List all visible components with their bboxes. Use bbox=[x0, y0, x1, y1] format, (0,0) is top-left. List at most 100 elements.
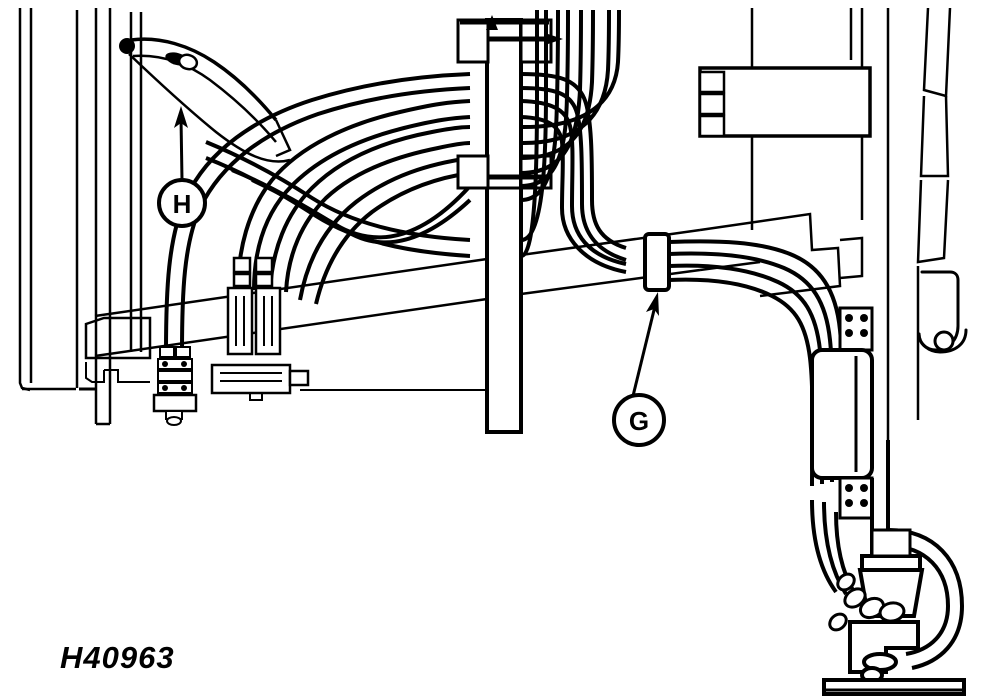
fitting-left-1-collar bbox=[159, 346, 175, 358]
fitting-center-1-body bbox=[226, 286, 254, 356]
hose-bracket-lower-bolt-2 bbox=[860, 484, 868, 492]
fitting-left-body bbox=[152, 393, 198, 413]
valve-body-collar bbox=[860, 554, 922, 572]
valve-loop-hose-inner bbox=[887, 544, 951, 656]
valve-block-foot bbox=[249, 393, 263, 401]
hose-ul-cross-2b bbox=[251, 178, 472, 245]
fitting-center-1-ribs bbox=[235, 296, 245, 346]
hose-bracket-lower-bolt-1 bbox=[845, 484, 853, 492]
hose-bracket-lower-bolt-4 bbox=[860, 499, 868, 507]
hose-r-4 bbox=[520, 9, 595, 160]
hose-ul-1b bbox=[180, 86, 471, 353]
hose-fittings-center bbox=[226, 256, 282, 356]
callout-g-leader-line bbox=[631, 305, 657, 397]
right-flange-tab bbox=[839, 236, 864, 280]
figure-id-label: H40963 bbox=[60, 640, 175, 675]
callout-h-leader-line bbox=[179, 117, 184, 181]
bracket-strut-bottom bbox=[132, 54, 277, 143]
fitting-left-2-collar bbox=[175, 346, 191, 358]
hose-ul-1 bbox=[164, 72, 471, 353]
hose-fittings-left bbox=[152, 346, 198, 426]
callout-g-circle[interactable] bbox=[612, 393, 666, 447]
hose-bracket-upper bbox=[838, 306, 874, 352]
right-panel-seg-1 bbox=[922, 7, 952, 98]
center-post-body bbox=[485, 18, 523, 434]
valve-block-port bbox=[288, 369, 310, 387]
callout-h-letter: H bbox=[173, 189, 192, 219]
manifold-block bbox=[698, 66, 872, 138]
valve-assembly-lower-right bbox=[810, 499, 966, 696]
diagonal-beam bbox=[94, 228, 701, 391]
lower-right-hose-column bbox=[810, 306, 890, 570]
hose-ul-3b bbox=[284, 141, 471, 293]
fitting-left-bolt-d bbox=[181, 385, 187, 391]
hose-ul-3 bbox=[268, 125, 471, 293]
housing-lower-lip bbox=[85, 362, 105, 383]
bracket-strut-top bbox=[130, 37, 278, 122]
fitting-center-2-ribs bbox=[263, 296, 273, 346]
fitting-center-1-collar bbox=[232, 256, 252, 274]
hose-r-6 bbox=[520, 10, 549, 243]
center-post bbox=[456, 15, 563, 434]
valve-fitting-4 bbox=[836, 572, 856, 592]
right-flange-upper bbox=[699, 212, 842, 298]
hose-clamp-g bbox=[643, 232, 671, 292]
right-panel-seg-2 bbox=[919, 95, 950, 178]
hook-bracket-curve bbox=[917, 328, 968, 354]
bracket-pivot-node bbox=[119, 38, 135, 54]
hose-r-1b bbox=[520, 86, 627, 262]
callout-h-circle[interactable] bbox=[157, 178, 207, 228]
callout-g[interactable]: G bbox=[612, 292, 666, 447]
hose-clamp-g-body bbox=[643, 232, 671, 292]
hose-ul-2 bbox=[236, 99, 471, 291]
beam-top-edge bbox=[94, 257, 488, 318]
hose-bracket-lower-bolt-3 bbox=[845, 499, 853, 507]
valve-hose-in-1 bbox=[810, 499, 838, 594]
valve-block-body bbox=[210, 363, 292, 395]
valve-fitting-1 bbox=[843, 587, 867, 609]
fitting-left-bolt-a bbox=[162, 361, 168, 367]
fitting-left-bolt-c bbox=[162, 385, 168, 391]
manifold-port-1 bbox=[698, 70, 726, 94]
fitting-center-2-nut bbox=[254, 272, 274, 288]
hose-ul-2b bbox=[252, 115, 471, 291]
hook-bracket-eyelet bbox=[933, 330, 955, 352]
valve-block-ribs bbox=[220, 372, 282, 382]
fitting-left-nut-3 bbox=[157, 382, 193, 394]
hose-bundle-right bbox=[520, 9, 627, 274]
post-clamp-upper-arrow-up bbox=[486, 15, 498, 30]
fitting-center-2-body bbox=[254, 286, 282, 356]
manifold-port-2 bbox=[698, 92, 726, 116]
hose-bracket-upper-bolt-4 bbox=[860, 329, 868, 337]
hook-bracket bbox=[917, 270, 968, 354]
hose-column-sleeve bbox=[810, 348, 874, 480]
hose-bracket-lower bbox=[838, 476, 874, 520]
manifold-block-body bbox=[698, 66, 872, 138]
hose-bracket-upper-bolt-3 bbox=[845, 329, 853, 337]
callout-g-letter: G bbox=[629, 406, 649, 436]
valve-assembly-lower-left bbox=[210, 363, 310, 401]
housing-step bbox=[104, 369, 150, 383]
valve-loop-hose-outer bbox=[887, 528, 965, 670]
callout-g-arrowhead bbox=[646, 292, 659, 316]
post-clamp-upper-left bbox=[456, 18, 490, 64]
valve-fitting-2 bbox=[858, 596, 886, 620]
bracket-diagonal-brace bbox=[128, 53, 291, 163]
fitting-left-nut-1 bbox=[157, 358, 193, 370]
fitting-center-2-collar bbox=[254, 256, 274, 274]
hose-ul-4 bbox=[298, 156, 471, 301]
hose-r-6b bbox=[520, 10, 540, 258]
manifold-port-3 bbox=[698, 114, 726, 138]
fitting-left-nut-2 bbox=[157, 370, 193, 382]
hose-ul-4b bbox=[314, 171, 471, 305]
hose-bracket-upper-bolt-2 bbox=[860, 314, 868, 322]
callout-h[interactable]: H bbox=[157, 106, 207, 228]
valve-fitting-5 bbox=[828, 612, 848, 632]
post-clamp-lower-left bbox=[456, 154, 490, 190]
left-lower-housing bbox=[84, 316, 152, 383]
fitting-center-1-nut bbox=[232, 272, 252, 288]
fitting-left-cap bbox=[166, 416, 182, 426]
hose-bundle-upper-left bbox=[164, 72, 472, 353]
